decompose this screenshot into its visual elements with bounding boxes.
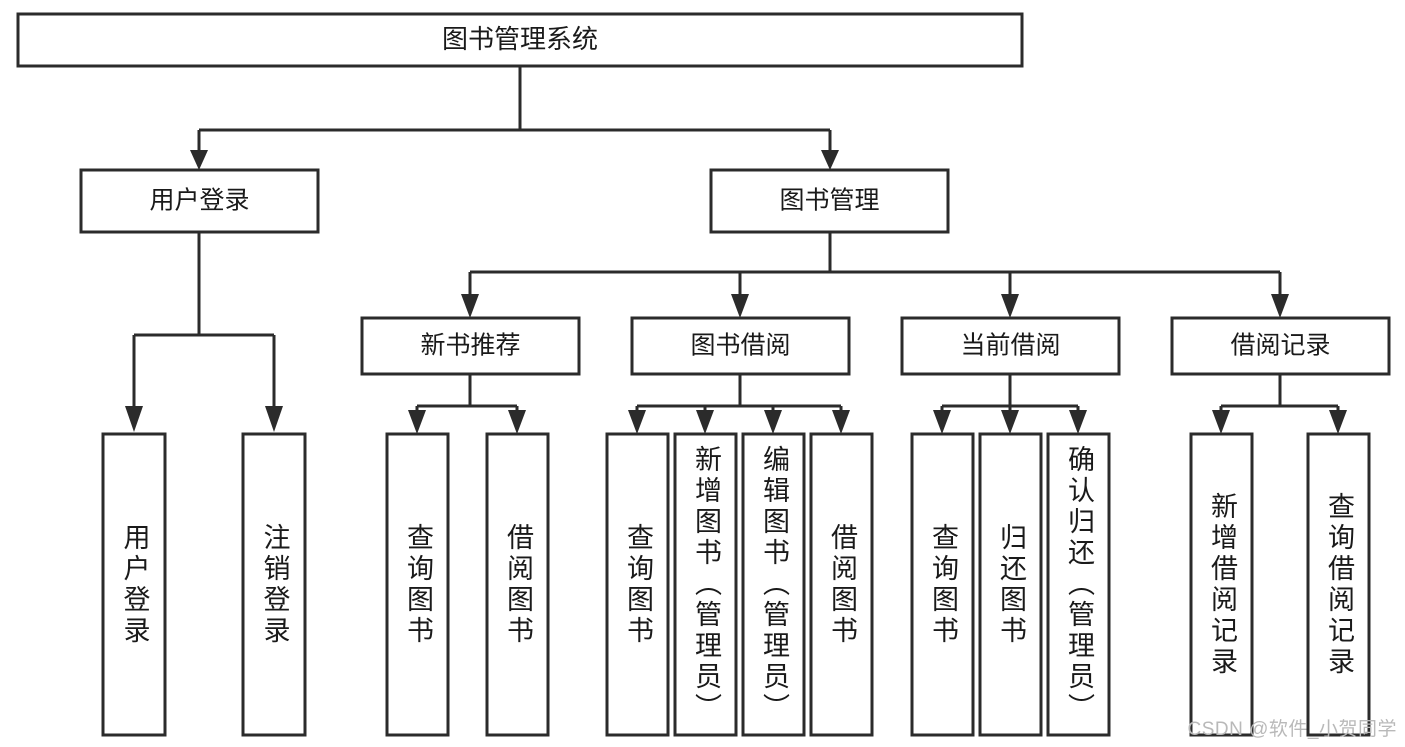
leaf-box-logout-login[interactable] <box>241 432 307 737</box>
leaf-box-user-login[interactable] <box>101 432 167 737</box>
connector-borrow-record-to-leaves <box>1212 374 1347 434</box>
leaf-box-borrow-book-1[interactable] <box>485 432 550 737</box>
connector-book-management-to-level3 <box>468 232 1282 296</box>
arrow-to-new-book-recommend <box>461 294 479 318</box>
node-user-login[interactable]: 用户登录 <box>79 168 320 234</box>
leaf-box-confirm-return[interactable] <box>1046 432 1111 737</box>
node-root-label: 图书管理系统 <box>442 24 598 54</box>
arrow-to-current-borrow <box>1001 294 1019 318</box>
leaf-box-return-book[interactable] <box>978 432 1043 737</box>
connector-new-book-recommend-to-leaves <box>408 374 526 434</box>
node-new-book-recommend[interactable]: 新书推荐 <box>360 316 581 376</box>
node-root[interactable]: 图书管理系统 <box>16 12 1024 68</box>
connector-root-to-level2 <box>197 66 832 152</box>
node-book-management[interactable]: 图书管理 <box>709 168 950 234</box>
arrow-root-to-user-login <box>190 150 208 170</box>
node-borrow-record-label: 借阅记录 <box>1230 332 1330 360</box>
leaf-box-query-book-3[interactable] <box>910 432 975 737</box>
arrow-to-borrow-record <box>1271 294 1289 318</box>
node-book-borrow-label: 图书借阅 <box>690 332 790 360</box>
arrow-root-to-book-management <box>821 150 839 170</box>
leaf-box-borrow-book-2[interactable] <box>809 432 874 737</box>
connector-book-borrow-to-leaves <box>628 374 850 434</box>
arrow-to-book-borrow <box>731 294 749 318</box>
leaf-box-query-book-2[interactable] <box>605 432 670 737</box>
csdn-watermark: CSDN @软件_小贺同学 <box>1187 719 1397 740</box>
leaf-box-edit-book[interactable] <box>741 432 806 737</box>
connector-current-borrow-to-leaves <box>933 374 1087 434</box>
leaf-boxes <box>101 432 1371 737</box>
leaf-box-query-record[interactable] <box>1306 432 1371 737</box>
node-current-borrow[interactable]: 当前借阅 <box>900 316 1121 376</box>
node-borrow-record[interactable]: 借阅记录 <box>1170 316 1391 376</box>
connector-user-login-to-leaves <box>125 232 283 432</box>
leaf-box-add-book[interactable] <box>673 432 738 737</box>
leaf-box-add-record[interactable] <box>1189 432 1254 737</box>
node-user-login-label: 用户登录 <box>149 187 249 215</box>
node-current-borrow-label: 当前借阅 <box>960 332 1060 360</box>
node-new-book-recommend-label: 新书推荐 <box>420 332 520 360</box>
node-book-management-label: 图书管理 <box>779 187 879 215</box>
node-book-borrow[interactable]: 图书借阅 <box>630 316 851 376</box>
leaf-box-query-book-1[interactable] <box>385 432 450 737</box>
